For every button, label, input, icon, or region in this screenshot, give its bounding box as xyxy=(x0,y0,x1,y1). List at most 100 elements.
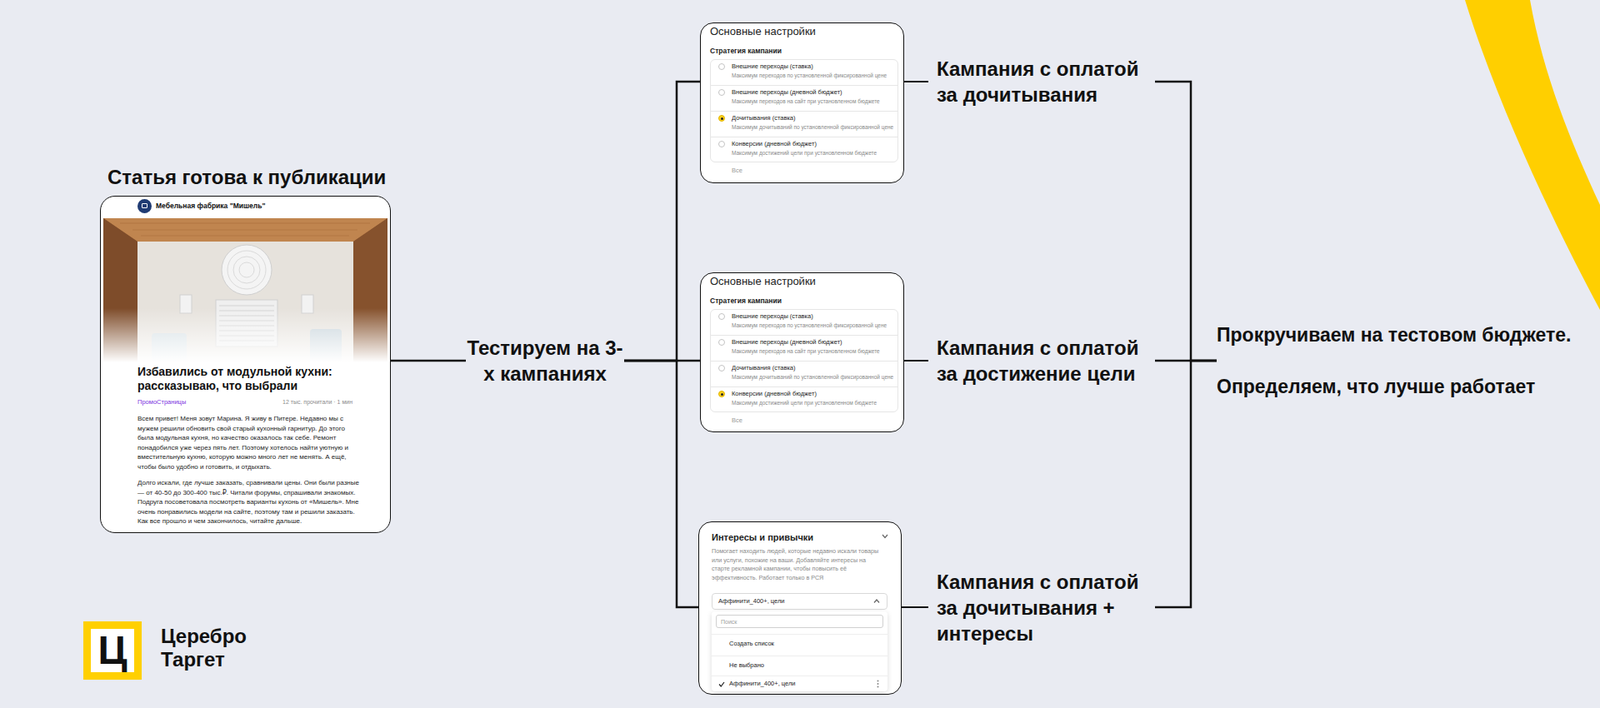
publisher-avatar xyxy=(137,199,152,214)
chevron-up xyxy=(873,599,880,605)
option-hint: Максимум достижений цели при установленн… xyxy=(731,399,877,407)
option-name: Внешние переходы (дневной бюджет) xyxy=(731,88,843,97)
panel-title: Основные настройки xyxy=(710,25,816,39)
article-body: Долго искали, где лучше заказать, сравни… xyxy=(137,478,361,527)
connector-tick xyxy=(901,606,929,610)
option-hint: Максимум переходов на сайт при установле… xyxy=(731,97,880,105)
dropdown-menu xyxy=(711,611,888,692)
show-all-link: Все xyxy=(731,166,743,175)
menu-item: Аффинити_400+, цели xyxy=(729,680,796,689)
radio-dot xyxy=(720,117,724,120)
check-mark-shape xyxy=(719,682,725,687)
campaign-label: Кампания с оплатой за дочитывания + инте… xyxy=(936,569,1155,647)
menu-item: Не выбрано xyxy=(729,661,765,670)
option-name: Конверсии (дневной бюджет) xyxy=(731,390,817,399)
article-title: Избавились от модульной кухни: рассказыв… xyxy=(137,365,359,393)
card-heading: Статья готова к публикации xyxy=(107,165,386,190)
connector-tick xyxy=(904,360,929,363)
option-name: Конверсии (дневной бюджет) xyxy=(731,140,817,149)
row-divider xyxy=(710,110,899,112)
platform-tag: ПромоСтраницы xyxy=(137,398,186,407)
article-body: Всем привет! Меня зовут Марина. Я живу в… xyxy=(137,414,361,472)
radio-dot xyxy=(720,393,724,396)
article-card: Статья готова к публикацииМебельная фабр… xyxy=(100,165,391,534)
article-stats: 12 тыс. прочитали · 1 мин xyxy=(266,398,353,407)
more-dots-shape xyxy=(877,680,880,689)
brand-arc xyxy=(1465,0,1600,310)
search-placeholder: Поиск xyxy=(720,618,737,627)
check-mark xyxy=(718,681,725,688)
connector xyxy=(624,81,700,361)
photo-fade xyxy=(103,308,388,363)
option-hint: Максимум переходов на сайт при установле… xyxy=(731,347,880,355)
menu-divider xyxy=(711,634,888,635)
row-divider xyxy=(710,386,899,388)
option-hint: Максимум дочитываний по установленной фи… xyxy=(731,373,894,381)
field-caption: Стратегия кампании xyxy=(710,46,782,56)
row-divider xyxy=(710,360,899,362)
radio-button xyxy=(718,63,725,70)
row-divider xyxy=(710,335,899,336)
chevron-down-shape xyxy=(882,535,888,539)
campaign-panel: Интересы и привычкиПомогает находить люд… xyxy=(698,521,1155,695)
vent-ring xyxy=(239,262,255,278)
option-name: Дочитывания (ставка) xyxy=(731,114,796,123)
connector xyxy=(1155,81,1217,361)
panel-hint: Помогает находить людей, которые недавно… xyxy=(711,547,885,583)
wood-grain xyxy=(120,223,370,225)
dropdown-value: Аффинити_400+, цели xyxy=(718,597,785,606)
round-vent xyxy=(221,245,272,295)
radio-button xyxy=(718,365,725,372)
connector xyxy=(390,360,466,363)
brand-name: Церебро Таргет xyxy=(160,625,265,672)
vent-ring xyxy=(227,250,266,290)
connector-tick xyxy=(904,80,929,84)
field-caption: Стратегия кампании xyxy=(710,296,782,306)
connector xyxy=(624,360,699,608)
option-hint: Максимум переходов по установленной фикс… xyxy=(731,71,887,80)
campaign-panel: Основные настройкиСтратегия кампанииВнеш… xyxy=(700,272,1155,433)
avatar-mark xyxy=(141,203,148,209)
menu-divider xyxy=(711,655,888,657)
publisher-name: Мебельная фабрика "Мишель" xyxy=(155,201,373,211)
search-field xyxy=(715,615,884,629)
more-dots xyxy=(876,680,880,689)
option-name: Внешние переходы (ставка) xyxy=(731,62,814,71)
result-text: Определяем, что лучше работает xyxy=(1216,375,1592,399)
option-hint: Максимум дочитываний по установленной фи… xyxy=(731,123,894,131)
option-hint: Максимум переходов по установленной фикс… xyxy=(731,321,887,330)
option-name: Внешние переходы (дневной бюджет) xyxy=(731,338,843,347)
cabinet-ceiling xyxy=(103,218,388,242)
campaign-label: Кампания с оплатой за достижение цели xyxy=(936,335,1155,387)
vent-ring xyxy=(233,256,260,284)
menu-divider xyxy=(711,675,888,677)
option-name: Дочитывания (ставка) xyxy=(731,364,796,373)
option-name: Внешние переходы (ставка) xyxy=(731,312,814,321)
panel-title: Основные настройки xyxy=(710,275,816,289)
wood-grain xyxy=(140,235,350,237)
wood-grain xyxy=(132,230,358,231)
chevron-down xyxy=(881,534,889,540)
radio-button xyxy=(718,390,725,398)
campaign-panel: Основные настройкиСтратегия кампанииВнеш… xyxy=(700,22,1155,184)
campaign-label: Кампания с оплатой за дочитывания xyxy=(936,55,1155,108)
radio-button xyxy=(718,89,725,96)
result-node: Прокручиваем на тестовом бюджете. Определ… xyxy=(1216,323,1592,399)
show-all-link: Все xyxy=(731,416,743,425)
radio-button xyxy=(718,140,725,148)
row-divider xyxy=(710,136,899,138)
photo-ground xyxy=(103,218,388,363)
radio-button xyxy=(718,115,725,122)
chevron-up-shape xyxy=(874,600,880,604)
logo-glyph: Ц xyxy=(83,621,142,680)
step-node: Тестируем на 3-х кампаниях xyxy=(465,335,625,387)
radio-button xyxy=(718,339,725,346)
option-hint: Максимум достижений цели при установленн… xyxy=(731,149,877,157)
article-photo xyxy=(103,218,388,363)
result-text: Прокручиваем на тестовом бюджете. xyxy=(1216,323,1592,347)
panel-title: Интересы и привычки xyxy=(711,532,814,544)
step-label: Тестируем на 3-х кампаниях xyxy=(465,335,625,387)
menu-item: Создать список xyxy=(729,640,775,649)
connector xyxy=(1155,360,1217,608)
